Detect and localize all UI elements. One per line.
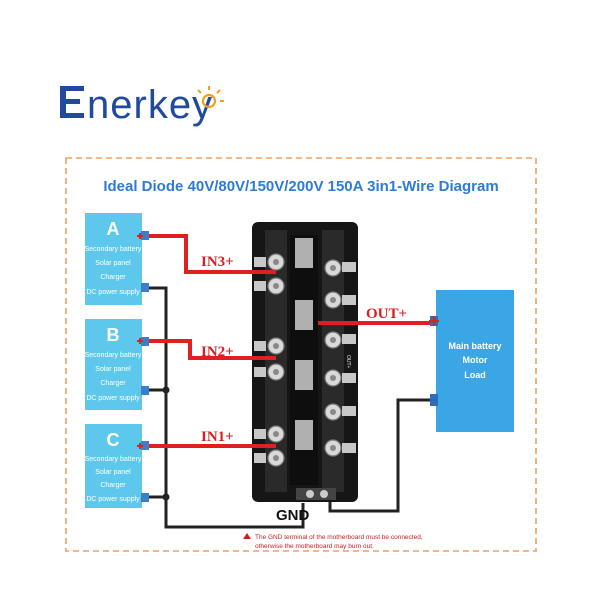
label-out: OUT+ bbox=[366, 306, 407, 322]
diagram-title: Ideal Diode 40V/80V/150V/200V 150A 3in1-… bbox=[103, 178, 498, 195]
source-c-line3: Charger bbox=[100, 482, 126, 489]
source-b-letter: B bbox=[107, 325, 120, 345]
positive-wiring bbox=[149, 234, 430, 448]
source-b-line2: Solar panel bbox=[95, 366, 131, 373]
load-line3: Load bbox=[464, 370, 486, 380]
neg-wire-a bbox=[148, 286, 305, 529]
load-neg-terminal bbox=[430, 394, 438, 406]
warning-line1: The GND terminal of the motherboard must… bbox=[255, 534, 423, 541]
source-a-letter: A bbox=[107, 219, 120, 239]
sun-icon bbox=[197, 86, 224, 109]
label-in1: IN1+ bbox=[201, 429, 234, 445]
source-b: B Secondary battery Solar panel Charger … bbox=[85, 319, 149, 410]
source-b-line4: DC power supply bbox=[86, 395, 140, 402]
source-c-line4: DC power supply bbox=[86, 496, 140, 503]
pcb-out-label: OUT+ bbox=[345, 355, 351, 369]
source-a-line1: Secondary battery bbox=[85, 246, 142, 253]
source-a: A Secondary battery Solar panel Charger … bbox=[85, 213, 149, 305]
source-a-box bbox=[85, 213, 142, 305]
source-b-box bbox=[85, 319, 142, 410]
source-c-pos-terminal bbox=[141, 441, 149, 450]
label-in3: IN3+ bbox=[201, 254, 234, 270]
source-a-line4: DC power supply bbox=[86, 289, 140, 296]
source-b-line3: Charger bbox=[100, 380, 126, 387]
source-b-line1: Secondary battery bbox=[85, 352, 142, 359]
source-b-neg-terminal bbox=[141, 386, 149, 395]
warning-line2: otherwise the motherboard may burn out. bbox=[255, 543, 374, 550]
source-c-line1: Secondary battery bbox=[85, 456, 142, 463]
logo: nerkey bbox=[60, 83, 224, 127]
negative-wiring bbox=[148, 286, 435, 529]
source-c-letter: C bbox=[107, 430, 120, 450]
source-c-neg-terminal bbox=[141, 493, 149, 502]
source-a-line3: Charger bbox=[100, 274, 126, 281]
load-line2: Motor bbox=[463, 355, 488, 365]
load-box bbox=[436, 290, 514, 432]
diode-board: OUT+ bbox=[252, 222, 358, 502]
load-line1: Main battery bbox=[448, 341, 501, 351]
source-b-pos-terminal bbox=[141, 337, 149, 346]
source-c-box bbox=[85, 424, 142, 508]
diagram-frame bbox=[65, 157, 537, 552]
pos-wire-in2 bbox=[149, 339, 276, 360]
pos-wire-in3 bbox=[149, 234, 276, 274]
load: Main battery Motor Load bbox=[430, 290, 514, 432]
logo-e-mark bbox=[60, 86, 84, 118]
plus-icons bbox=[137, 233, 439, 449]
logo-text: nerkey bbox=[87, 83, 213, 127]
source-a-line2: Solar panel bbox=[95, 260, 131, 267]
label-in2: IN2+ bbox=[201, 344, 234, 360]
warning-icon bbox=[243, 533, 251, 539]
label-gnd: GND bbox=[276, 507, 310, 524]
source-c: C Secondary battery Solar panel Charger … bbox=[85, 424, 149, 508]
source-a-pos-terminal bbox=[141, 231, 149, 240]
warning-note: The GND terminal of the motherboard must… bbox=[243, 533, 423, 550]
source-c-line2: Solar panel bbox=[95, 469, 131, 476]
source-a-neg-terminal bbox=[141, 283, 149, 292]
neg-wire-load bbox=[328, 398, 435, 513]
